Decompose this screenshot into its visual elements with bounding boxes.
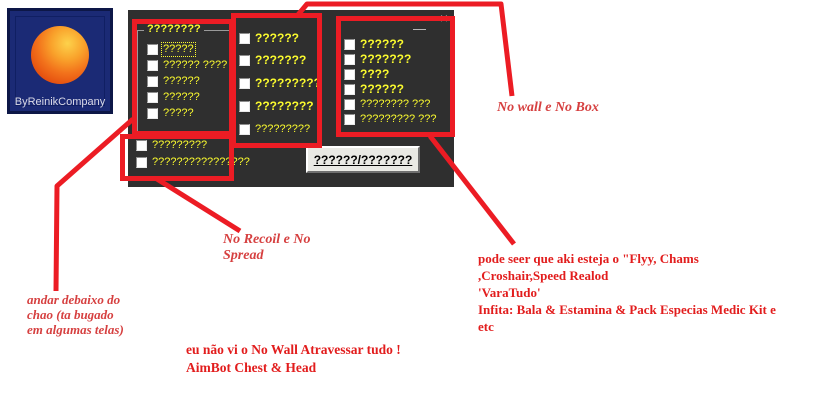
checkbox-row[interactable]: ?????? xyxy=(344,83,404,96)
checkbox[interactable] xyxy=(344,69,355,80)
checkbox[interactable] xyxy=(147,108,158,119)
annotation-andar: andar debaixo do chao (ta bugado em algu… xyxy=(27,292,124,337)
checkbox[interactable] xyxy=(239,78,250,89)
close-icon[interactable]: × xyxy=(439,10,448,26)
checkbox[interactable] xyxy=(239,33,250,44)
checkbox-row[interactable]: ????????? ??? xyxy=(344,113,436,126)
checkbox[interactable] xyxy=(147,60,158,71)
checkbox[interactable] xyxy=(147,76,158,87)
checkbox-row[interactable]: ??????? xyxy=(239,54,306,67)
checkbox-label[interactable]: ????? xyxy=(163,107,194,119)
checkbox-label[interactable]: ?????? xyxy=(163,75,200,87)
checkbox-label[interactable]: ?????? xyxy=(255,31,299,45)
annotation-pode-seer: pode seer que aki esteja o "Flyy, Chams … xyxy=(478,251,776,334)
minimize-icon[interactable]: — xyxy=(413,21,426,36)
groupbox-title: ???????? xyxy=(144,23,204,35)
checkbox[interactable] xyxy=(147,44,158,55)
checkbox-row[interactable]: ????????? xyxy=(239,123,310,136)
checkbox[interactable] xyxy=(344,54,355,65)
checkbox-row[interactable]: ???????? xyxy=(239,100,314,113)
checkbox-row[interactable]: ?????? xyxy=(239,32,299,45)
checkbox-label[interactable]: ???????? xyxy=(255,99,314,113)
checkbox-label[interactable]: ??????? xyxy=(255,53,307,67)
checkbox-label[interactable]: ??????? xyxy=(360,52,412,66)
checkbox-label[interactable]: ????????? xyxy=(255,123,311,135)
app-window: — × ???????? ????? ?????? ???? ?????? ??… xyxy=(128,10,454,187)
checkbox-row[interactable]: ????? xyxy=(147,107,194,120)
checkbox-row[interactable]: ?????? xyxy=(344,38,404,51)
annotation-eu-nao-vi: eu não vi o No Wall Atravessar tudo ! Ai… xyxy=(186,342,401,375)
checkbox-label[interactable]: ?????? xyxy=(163,91,200,103)
checkbox[interactable] xyxy=(239,124,250,135)
checkbox[interactable] xyxy=(239,101,250,112)
checkbox[interactable] xyxy=(344,84,355,95)
checkbox-label[interactable]: ???????? ??? xyxy=(360,98,431,110)
checkbox-label[interactable]: ????????? xyxy=(152,139,208,151)
checkbox-label[interactable]: ?????? xyxy=(360,82,404,96)
checkbox-row[interactable]: ???????????????? xyxy=(136,156,250,169)
checkbox[interactable] xyxy=(136,140,147,151)
apply-button[interactable]: ??????/??????? xyxy=(306,146,420,173)
checkbox-row[interactable]: ?????? xyxy=(147,91,200,104)
checkbox-label[interactable]: ?????? ???? xyxy=(163,59,228,71)
checkbox-row[interactable]: ????????? xyxy=(239,77,321,90)
checkbox[interactable] xyxy=(344,39,355,50)
checkbox-label[interactable]: ???? xyxy=(360,67,390,81)
logo-inner-frame xyxy=(15,16,105,106)
orange-sphere-icon xyxy=(31,26,89,84)
leader-line-andar xyxy=(53,117,135,292)
checkbox[interactable] xyxy=(136,157,147,168)
checkbox[interactable] xyxy=(239,55,250,66)
checkbox[interactable] xyxy=(344,114,355,125)
checkbox[interactable] xyxy=(147,92,158,103)
checkbox-label[interactable]: ????????? xyxy=(255,76,321,90)
company-logo: ByReinikCompany xyxy=(7,8,113,114)
checkbox-label[interactable]: ???????????????? xyxy=(152,156,250,168)
annotation-no-recoil: No Recoil e No Spread xyxy=(223,232,311,263)
checkbox-label[interactable]: ?????? xyxy=(360,37,404,51)
checkbox-label[interactable]: ????? xyxy=(161,42,196,57)
checkbox-row[interactable]: ???? xyxy=(344,68,389,81)
checkbox-row[interactable]: ?????? xyxy=(147,75,200,88)
checkbox-row[interactable]: ????????? xyxy=(136,139,207,152)
checkbox-row[interactable]: ?????? ???? xyxy=(147,59,227,72)
checkbox[interactable] xyxy=(344,99,355,110)
logo-brand-text: ByReinikCompany xyxy=(14,96,106,108)
checkbox-label[interactable]: ????????? ??? xyxy=(360,113,437,125)
annotation-no-wall: No wall e No Box xyxy=(497,100,599,115)
checkbox-row[interactable]: ??????? xyxy=(344,53,411,66)
checkbox-row[interactable]: ????? xyxy=(147,42,196,57)
checkbox-row[interactable]: ???????? ??? xyxy=(344,98,430,111)
